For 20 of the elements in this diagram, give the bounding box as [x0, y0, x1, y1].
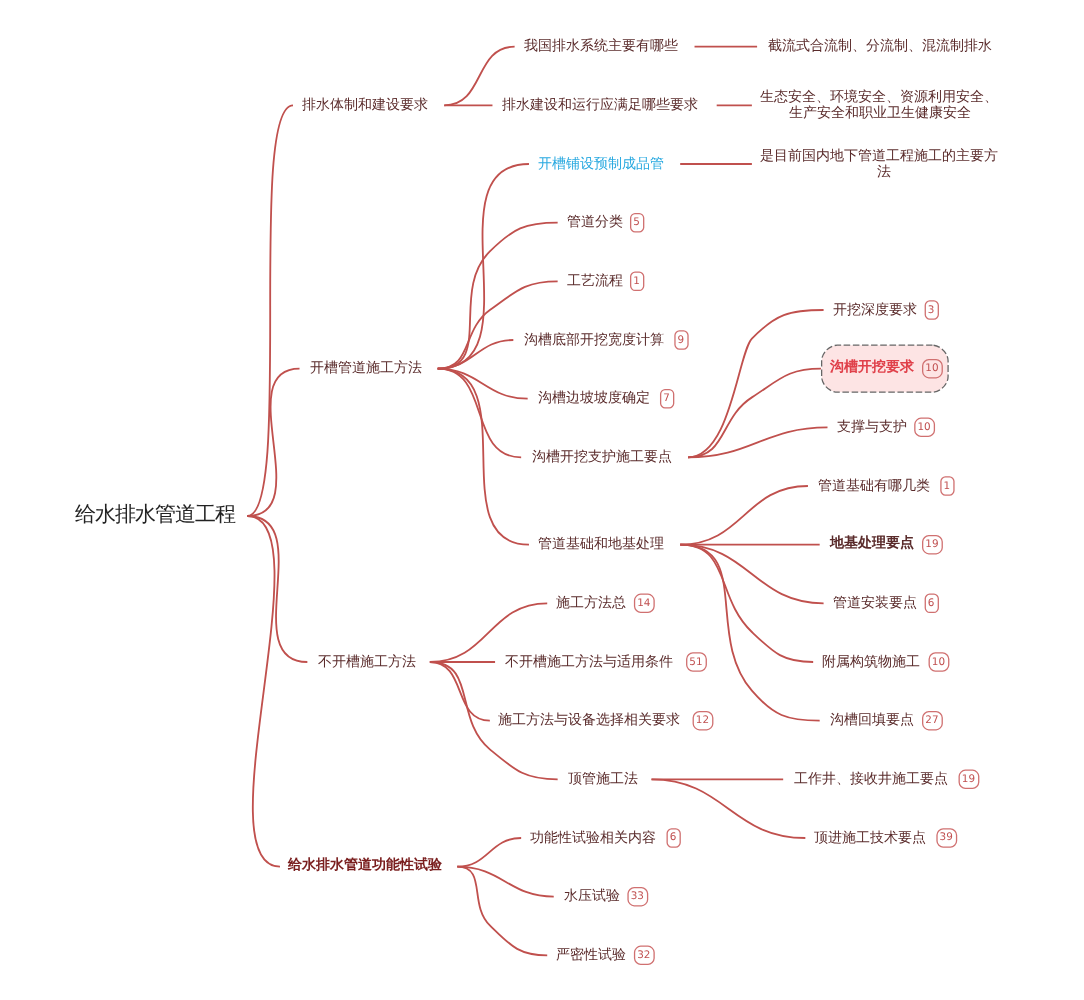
connector [436, 279, 559, 369]
connector [246, 103, 294, 516]
connector [246, 514, 309, 662]
connector [650, 777, 807, 838]
connector [456, 836, 523, 867]
connector [693, 44, 758, 47]
connector [428, 660, 559, 780]
node-text: 给水排水管道工程 [74, 501, 235, 526]
connector [715, 103, 753, 106]
connector [436, 366, 530, 545]
connector [436, 220, 559, 369]
connector [456, 864, 549, 956]
connector [679, 542, 821, 721]
connector [246, 514, 281, 867]
connector [443, 44, 516, 106]
connector [679, 484, 809, 545]
connector [687, 425, 829, 458]
connector [650, 777, 785, 780]
connector [679, 162, 753, 164]
connector [443, 103, 494, 106]
